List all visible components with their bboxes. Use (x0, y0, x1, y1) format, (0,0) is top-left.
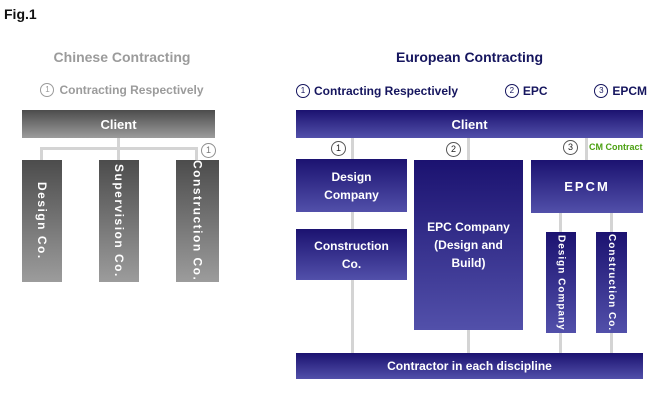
legend-label: Contracting Respectively (314, 84, 459, 98)
european-legend: 1 Contracting Respectively 2 EPC 3 EPCM (296, 84, 647, 98)
design-company-label: Design Company (324, 169, 379, 202)
connector-line (40, 147, 43, 160)
chinese-supervision-co-label: Supervision Co. (112, 164, 126, 278)
connector-line (585, 138, 588, 160)
chinese-construction-co-label: Construction Co. (190, 160, 205, 282)
figure-label: Fig.1 (4, 6, 37, 22)
connector-line (195, 147, 198, 160)
legend-label: EPC (522, 84, 548, 98)
european-construction-co-vertical-box: Construction Co. (596, 232, 627, 333)
european-design-company-box: Design Company (296, 159, 407, 212)
chinese-subtitle: 1 Contracting Respectively (22, 83, 222, 97)
chinese-design-co-label: Design Co. (35, 182, 49, 260)
legend-label: EPCM (612, 84, 647, 98)
circled-number-icon: 3 (594, 84, 609, 98)
chinese-subtitle-label: Contracting Respectively (59, 83, 204, 97)
legend-item-epc: 2 EPC (504, 84, 548, 98)
legend-item-epcm: 3 EPCM (594, 84, 647, 98)
connector-line (117, 138, 120, 149)
european-design-company-vertical-box: Design Company (546, 232, 576, 333)
circled-number-icon: 3 (563, 140, 578, 155)
chinese-construction-co-box: Construction Co. (176, 160, 219, 282)
chinese-design-co-box: Design Co. (22, 160, 62, 282)
epc-company-label: EPC Company (Design and Build) (427, 220, 510, 270)
european-section-title: European Contracting (395, 49, 543, 65)
circled-number-icon: 2 (446, 142, 461, 157)
contractor-discipline-bar: Contractor in each discipline (296, 353, 643, 379)
construction-co-label: Construction Co. (314, 238, 389, 271)
cm-contract-label: CM Contract (589, 142, 643, 152)
circled-number-icon: 1 (296, 84, 310, 98)
european-client-box: Client (296, 110, 643, 138)
circled-number-icon: 2 (504, 84, 519, 98)
circled-number-icon: 1 (201, 143, 216, 158)
circled-number-icon: 1 (331, 141, 346, 156)
construction-co-vertical-label: Construction Co. (606, 233, 617, 332)
chinese-supervision-co-box: Supervision Co. (99, 160, 139, 282)
european-construction-co-box: Construction Co. (296, 229, 407, 280)
legend-item-contracting-respectively: 1 Contracting Respectively (296, 84, 458, 98)
european-epcm-box: EPCM (531, 160, 643, 213)
design-company-vertical-label: Design Company (555, 234, 567, 331)
chinese-client-box: Client (22, 110, 215, 138)
chinese-section-title: Chinese Contracting (53, 49, 191, 65)
connector-line (117, 147, 120, 160)
circled-number-icon: 1 (40, 83, 55, 97)
european-epc-company-box: EPC Company (Design and Build) (414, 160, 523, 330)
